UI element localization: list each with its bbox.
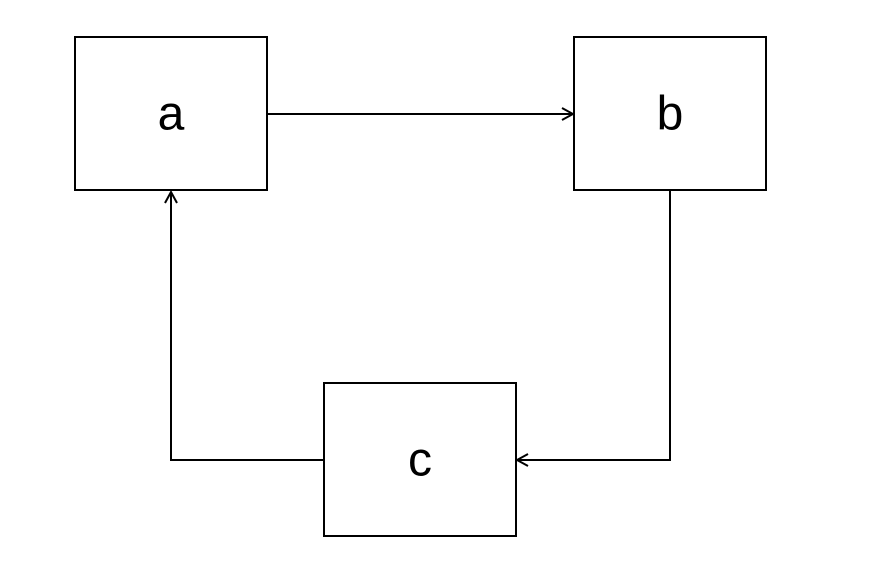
node-c-label: c <box>408 434 432 487</box>
node-b: b <box>573 36 767 191</box>
node-a-label: a <box>158 88 185 141</box>
node-a: a <box>74 36 268 191</box>
node-c-box <box>323 382 517 537</box>
node-b-box <box>573 36 767 191</box>
node-c: c <box>323 382 517 537</box>
node-a-box <box>74 36 268 191</box>
edge-b-to-c <box>517 191 671 460</box>
node-b-label: b <box>657 88 684 141</box>
edge-c-to-a <box>171 192 323 461</box>
